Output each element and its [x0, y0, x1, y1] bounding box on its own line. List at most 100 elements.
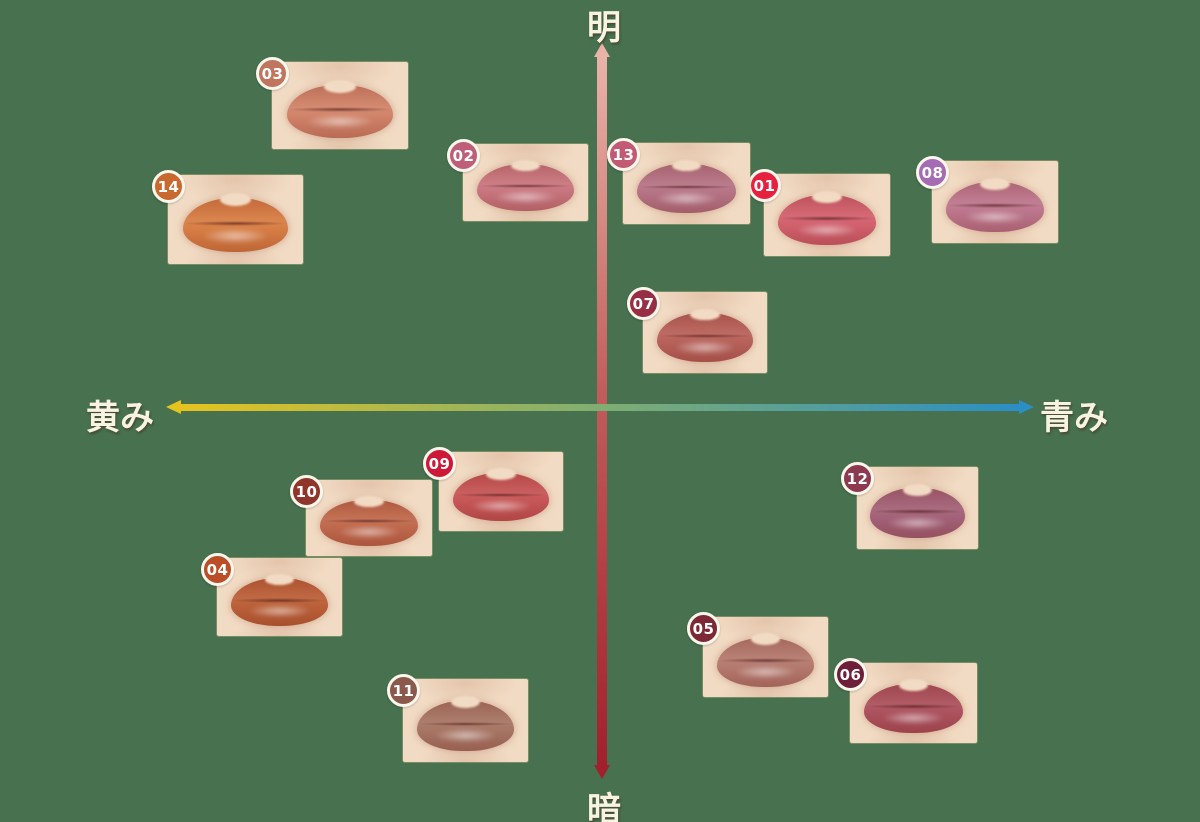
- lip-gloss-highlight: [203, 229, 268, 243]
- lip-seam: [477, 183, 574, 188]
- lip-seam: [320, 519, 418, 524]
- shade-number: 03: [261, 64, 284, 83]
- arrow-up-icon: [594, 43, 610, 57]
- lips: [416, 696, 515, 752]
- lip-gloss-highlight: [736, 665, 795, 678]
- lip-swatch-05: 05: [687, 612, 828, 697]
- lip-swatch-06: 06: [834, 658, 977, 743]
- lip-gloss-highlight: [656, 192, 717, 205]
- cupids-bow: [903, 483, 932, 496]
- shade-number: 14: [157, 177, 180, 196]
- shade-number-badge: 01: [748, 169, 781, 202]
- lip-swatch-07: 07: [627, 287, 767, 373]
- lip-photo: [463, 144, 588, 221]
- lip-swatch-09: 09: [423, 447, 563, 531]
- lip-swatch-11: 11: [387, 674, 528, 762]
- vertical-axis-line: [597, 56, 607, 766]
- axis-label-bright: 明: [587, 8, 621, 48]
- cupids-bow: [980, 177, 1010, 190]
- lip-photo: [643, 292, 767, 373]
- lip-photo: [932, 161, 1058, 243]
- lip-seam: [231, 598, 328, 603]
- shade-number-badge: 05: [687, 612, 720, 645]
- cupids-bow: [450, 696, 481, 709]
- shade-number: 04: [206, 560, 229, 579]
- lip-photo: [850, 663, 977, 743]
- lip-gloss-highlight: [308, 114, 372, 129]
- lips: [286, 79, 394, 138]
- shade-number-badge: 10: [290, 475, 323, 508]
- lip-seam: [864, 704, 963, 709]
- lip-photo: [623, 143, 750, 224]
- lip-seam: [288, 106, 392, 112]
- lip-gloss-highlight: [965, 210, 1025, 224]
- lip-seam: [417, 721, 514, 727]
- shade-number-badge: 03: [256, 57, 289, 90]
- lips: [863, 679, 964, 733]
- lip-swatch-04: 04: [201, 553, 342, 636]
- lip-swatch-14: 14: [152, 170, 303, 264]
- lips: [182, 193, 289, 253]
- lips: [452, 468, 550, 521]
- axis-label-bluish: 青み: [1040, 398, 1108, 438]
- shade-number: 10: [295, 482, 318, 501]
- axis-label-yellowish: 黄み: [86, 398, 154, 438]
- shade-number: 02: [452, 146, 475, 165]
- lip-photo: [272, 62, 408, 149]
- shade-number-badge: 04: [201, 553, 234, 586]
- lips: [476, 159, 575, 211]
- lip-gloss-highlight: [889, 516, 946, 530]
- cupids-bow: [510, 159, 541, 172]
- cupids-bow: [812, 190, 842, 203]
- lips: [870, 483, 966, 539]
- lip-seam: [946, 203, 1044, 208]
- shade-number: 13: [612, 145, 635, 164]
- lip-swatch-12: 12: [841, 462, 978, 549]
- lips: [636, 159, 737, 214]
- lip-swatch-01: 01: [748, 169, 890, 256]
- horizontal-axis-line: [181, 404, 1019, 411]
- lip-photo: [439, 452, 563, 531]
- lips: [945, 177, 1045, 233]
- lips: [777, 190, 877, 246]
- cupids-bow: [219, 193, 252, 207]
- shade-number: 08: [921, 163, 944, 182]
- lip-seam: [453, 492, 549, 498]
- shade-number-badge: 02: [447, 139, 480, 172]
- lip-swatch-02: 02: [447, 139, 588, 221]
- axis-label-dark: 暗: [587, 790, 621, 822]
- shade-number: 01: [753, 176, 776, 195]
- shade-number-badge: 14: [152, 170, 185, 203]
- shade-number-badge: 06: [834, 658, 867, 691]
- lip-swatch-13: 13: [607, 138, 750, 224]
- shade-number: 06: [839, 665, 862, 684]
- lip-gloss-highlight: [250, 605, 309, 618]
- lips: [656, 308, 754, 363]
- shade-number: 12: [846, 469, 869, 488]
- shade-number: 09: [428, 454, 451, 473]
- cupids-bow: [324, 79, 356, 93]
- shade-number: 05: [692, 619, 715, 638]
- lip-seam: [717, 658, 814, 663]
- lip-swatch-08: 08: [916, 156, 1058, 243]
- arrow-left-icon: [166, 400, 181, 414]
- cupids-bow: [750, 633, 781, 646]
- cupids-bow: [671, 159, 702, 172]
- lip-photo: [168, 175, 303, 264]
- lip-photo: [403, 679, 528, 762]
- lip-gloss-highlight: [797, 223, 857, 237]
- lip-gloss-highlight: [883, 711, 944, 724]
- lip-photo: [306, 480, 432, 556]
- lip-gloss-highlight: [496, 190, 555, 203]
- shade-number-badge: 09: [423, 447, 456, 480]
- lips: [230, 573, 329, 626]
- lip-gloss-highlight: [339, 526, 399, 538]
- lip-swatch-10: 10: [290, 475, 432, 556]
- lip-gloss-highlight: [436, 729, 495, 743]
- lip-photo: [857, 467, 978, 549]
- cupids-bow: [690, 308, 720, 321]
- lips: [716, 633, 815, 687]
- lip-gloss-highlight: [675, 341, 735, 354]
- lip-photo: [217, 558, 342, 636]
